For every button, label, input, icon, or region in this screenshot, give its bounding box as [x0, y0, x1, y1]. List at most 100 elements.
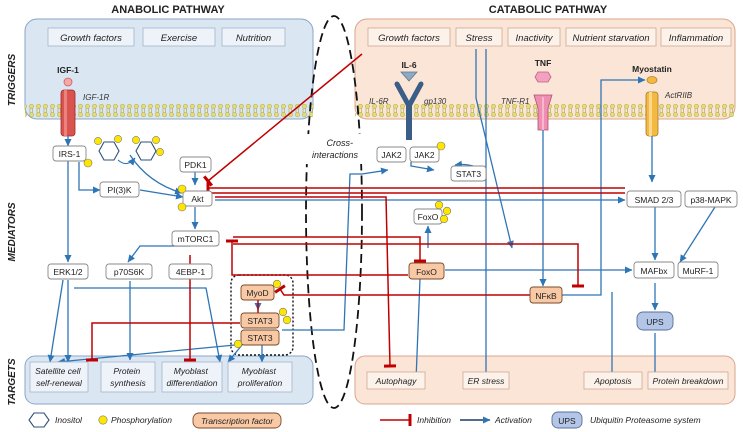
svg-text:UPS: UPS [646, 317, 664, 327]
node-erk: ERK1/2 [47, 263, 89, 280]
actriib-label: ActRIIB [664, 91, 693, 100]
svg-text:4EBP-1: 4EBP-1 [176, 267, 206, 277]
target-myoblast-proliferation: Myoblast proliferation [227, 361, 293, 393]
legend-tf-icon [192, 412, 282, 429]
inositol-phospho-dot [94, 137, 102, 145]
svg-text:Growth factors: Growth factors [378, 33, 440, 44]
inhibition-arrows [86, 53, 625, 368]
svg-text:Myoblast differentiation: Myoblast differentiation [166, 366, 217, 388]
svg-text:PDK1: PDK1 [184, 160, 206, 170]
igf1r-label: IGF-1R [83, 93, 109, 102]
svg-text:Growth factors: Growth factors [60, 33, 122, 44]
target-protein-synthesis: Protein synthesis [100, 361, 156, 393]
target-er-stress: ER stress [462, 371, 510, 390]
anabolic-header: ANABOLIC PATHWAY [111, 4, 225, 16]
node-stat3-a: STAT3 [240, 312, 280, 329]
trigger-exercise: Exercise [142, 27, 216, 47]
node-irs1: IRS-1 [52, 145, 87, 162]
svg-text:ER stress: ER stress [468, 376, 506, 386]
inositol-phospho-dot [152, 136, 160, 144]
tnf-ligand [534, 71, 552, 83]
igf1-label: IGF-1 [57, 65, 79, 75]
node-mtorc1: mTORC1 [171, 230, 220, 247]
legend-inhibition-label: Inhibition [417, 415, 451, 425]
foxo-phospho-dot [442, 206, 452, 216]
node-pdk1: PDK1 [179, 156, 212, 173]
inositol-conversion-arrow [117, 157, 136, 166]
svg-text:Protein synthesis: Protein synthesis [110, 366, 146, 388]
target-protein-breakdown: Protein breakdown [647, 371, 729, 390]
igf1-receptor [60, 89, 76, 137]
trigger-growth-factors-catabolic: Growth factors [367, 27, 451, 47]
legend-ups-desc: Ubiquitin Proteasome system [590, 415, 701, 425]
myostatin-label: Myostatin [632, 64, 672, 74]
inositol-phospho-dot [114, 135, 122, 143]
stat3-phospho-dot [282, 315, 292, 325]
trigger-growth-factors-anabolic: Growth factors [47, 27, 135, 47]
target-myoblast-differentiation: Myoblast differentiation [161, 361, 223, 393]
svg-text:JAK2: JAK2 [381, 150, 402, 160]
svg-text:STAT3: STAT3 [247, 333, 272, 343]
catabolic-header: CATABOLIC PATHWAY [489, 4, 608, 16]
node-stat3-top: STAT3 [450, 165, 487, 182]
svg-text:MuRF-1: MuRF-1 [683, 266, 714, 276]
trigger-nutrition: Nutrition [221, 27, 286, 47]
tnf-receptor [533, 94, 553, 131]
svg-text:FoxO: FoxO [416, 267, 437, 277]
node-akt: Akt [182, 190, 213, 207]
svg-text:Akt: Akt [191, 194, 204, 204]
il6-label: IL-6 [401, 60, 416, 70]
stat3-phospho-dot [278, 307, 288, 317]
target-apoptosis: Apoptosis [583, 371, 643, 390]
actriib-receptor [645, 91, 659, 137]
node-p38: p38-MAPK [684, 190, 738, 208]
legend-inositol-icon [28, 412, 50, 428]
jak2-phospho-dot [436, 141, 446, 151]
svg-text:STAT3: STAT3 [247, 316, 272, 326]
svg-text:Autophagy: Autophagy [375, 376, 417, 386]
legend-phospho-label: Phosphorylation [111, 415, 172, 425]
legend-ups-icon [551, 411, 583, 429]
target-satellite-cell: Satellite cell self-renewal [29, 361, 89, 393]
node-smad: SMAD 2/3 [626, 190, 682, 208]
svg-text:JAK2: JAK2 [414, 150, 435, 160]
activation-arrows [47, 49, 716, 381]
svg-text:SMAD 2/3: SMAD 2/3 [635, 195, 674, 205]
svg-text:Satellite cell self-rene: Satellite cell self-renewal [35, 366, 83, 388]
svg-text:Exercise: Exercise [161, 33, 197, 44]
node-mafbx: MAFbx [633, 261, 675, 279]
target-autophagy: Autophagy [366, 371, 426, 390]
svg-text:ERK1/2: ERK1/2 [53, 267, 83, 277]
trigger-nutrient-starvation: Nutrient starvation [565, 27, 657, 47]
irs1-phospho-dot [83, 158, 93, 168]
svg-text:Nutrient starvation: Nutrient starvation [572, 33, 649, 44]
mediators-side-label: MEDIATORS [7, 202, 18, 261]
legend-phospho-icon [98, 415, 108, 425]
svg-text:FoxO: FoxO [418, 212, 439, 222]
tnf-label: TNF [535, 58, 552, 68]
legend-tf-label: Transcription factor [201, 416, 274, 426]
inositol-phospho-dot [156, 148, 164, 156]
cross-interactions-label: Cross- interactions [312, 138, 359, 160]
svg-text:Inactivity: Inactivity [516, 33, 554, 44]
svg-text:Protein breakdown: Protein breakdown [653, 376, 724, 386]
trigger-inactivity: Inactivity [507, 27, 561, 47]
node-foxo: FoxO [408, 262, 445, 280]
legend-ups-label: UPS [558, 416, 576, 426]
stat3-phospho-dot [233, 339, 243, 349]
myod-phospho-dot [272, 279, 282, 289]
svg-text:NFκB: NFκB [535, 291, 557, 301]
cross-interactions-ellipse [305, 15, 363, 409]
il6-receptor [394, 81, 424, 140]
node-foxo-top: FoxO [413, 208, 443, 225]
foxo-phospho-dot [439, 214, 449, 224]
legend-inositol-label: Inositol [55, 415, 83, 425]
igf1-ligand [63, 77, 73, 87]
akt-phospho-dot [177, 184, 187, 194]
svg-text:mTORC1: mTORC1 [178, 234, 214, 244]
svg-text:Inflammation: Inflammation [669, 33, 723, 44]
svg-text:MyoD: MyoD [246, 288, 268, 298]
svg-text:PI(3)K: PI(3)K [107, 185, 131, 195]
node-ups: UPS [636, 311, 674, 331]
